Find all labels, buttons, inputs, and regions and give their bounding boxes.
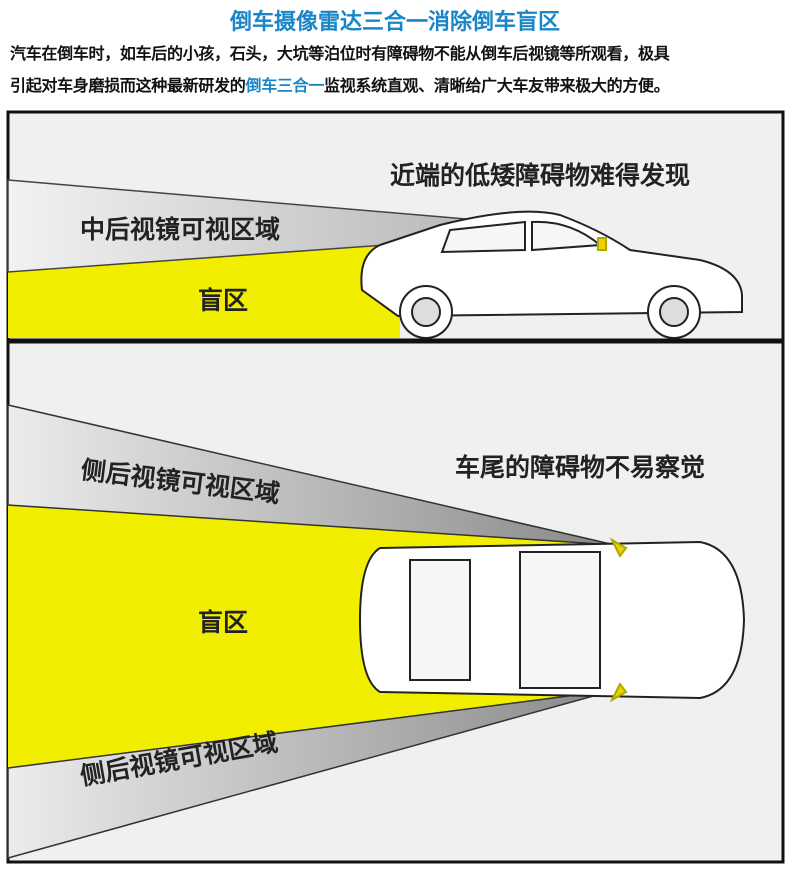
- description-line-2: 引起对车身磨损而这种最新研发的倒车三合一监视系统直观、清晰给广大车友带来极大的方…: [10, 72, 785, 96]
- top-caption: 近端的低矮障碍物难得发现: [390, 161, 690, 190]
- sedan-top-icon: [358, 537, 746, 703]
- bottom-panel: 车尾的障碍物不易察觉 侧后视镜可视区域 盲区 侧后视镜可视区域: [6, 340, 785, 864]
- description-line-1: 汽车在倒车时，如车后的小孩，石头，大坑等泊位时有障碍物不能从倒车后视镜等所观看，…: [10, 44, 670, 63]
- sedan-side-icon: [360, 210, 743, 339]
- blind-zone-area: [8, 245, 400, 338]
- description-text-end: 监视系统直观、清晰给广大车友带来极大的方便。: [324, 76, 670, 95]
- description-text: 引起对车身磨损而这种最新研发的: [10, 76, 246, 95]
- highlight-text: 倒车三合一: [245, 76, 325, 95]
- mirror-view-area: [7, 179, 596, 273]
- top-mirror-zone-label: 中后视镜可视区域: [80, 215, 280, 244]
- page-title: 倒车摄像雷达三合一消除倒车盲区: [229, 10, 560, 35]
- top-blind-zone-label: 盲区: [198, 286, 248, 315]
- upper-mirror-view-area: [7, 404, 616, 546]
- top-panel: 近端的低矮障碍物难得发现 中后视镜可视区域 盲区: [6, 110, 785, 342]
- bottom-blind-zone-label: 盲区: [198, 608, 248, 637]
- bottom-caption: 车尾的障碍物不易察觉: [455, 453, 705, 482]
- lower-mirror-view-area: [7, 689, 616, 859]
